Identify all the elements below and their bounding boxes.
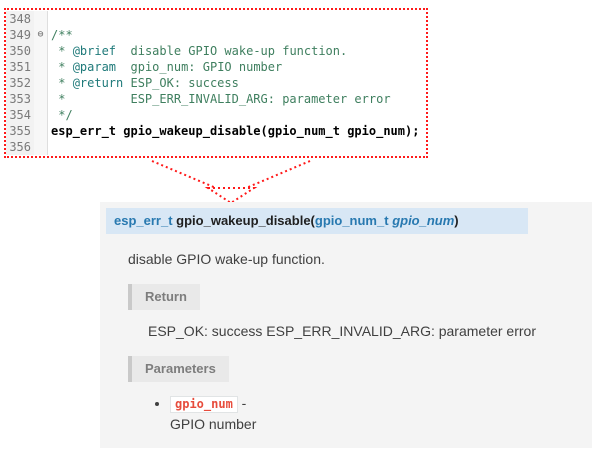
code-text: * ESP_ERR_INVALID_ARG: parameter error <box>48 91 391 107</box>
code-line: 349⊖/** <box>6 27 426 43</box>
parameters-rubric: Parameters <box>128 356 229 382</box>
fold-column <box>34 123 48 139</box>
fold-column <box>34 75 48 91</box>
code-text <box>48 139 51 155</box>
fold-column <box>34 59 48 75</box>
dotted-arrow <box>151 160 311 205</box>
parameter-separator: - <box>237 395 247 411</box>
line-number: 351 <box>6 59 34 75</box>
arrow-head <box>204 187 258 205</box>
parameter-item: gpio_num - GPIO number <box>170 395 592 432</box>
code-line: 351 * @param gpio_num: GPIO number <box>6 59 426 75</box>
code-line: 352 * @return ESP_OK: success <box>6 75 426 91</box>
line-number: 353 <box>6 91 34 107</box>
arrow-right-line <box>245 160 311 189</box>
code-line: 353 * ESP_ERR_INVALID_ARG: parameter err… <box>6 91 426 107</box>
code-segment-comment: disable GPIO wake-up function. <box>116 44 348 58</box>
code-text: */ <box>48 107 73 123</box>
line-number: 354 <box>6 107 34 123</box>
return-text: ESP_OK: success ESP_ERR_INVALID_ARG: par… <box>148 323 536 339</box>
code-line: 355 esp_err_t gpio_wakeup_disable(gpio_nu… <box>6 123 426 139</box>
code-segment-comment: ESP_OK: success <box>123 76 239 90</box>
code-segment-comment: * <box>51 44 73 58</box>
line-number: 352 <box>6 75 34 91</box>
function-description: disable GPIO wake-up function. <box>128 251 325 267</box>
parameter-name-code: gpio_num <box>170 396 238 413</box>
fold-column <box>34 43 48 59</box>
code-line: 354 */ <box>6 107 426 123</box>
code-line: 356 <box>6 139 426 155</box>
return-rubric: Return <box>128 284 200 310</box>
code-segment-doctag: @param <box>72 60 117 74</box>
line-number: 356 <box>6 139 34 155</box>
code-text: esp_err_t gpio_wakeup_disable(gpio_num_t… <box>48 123 419 139</box>
code-line: 350 * @brief disable GPIO wake-up functi… <box>6 43 426 59</box>
arrow-left-line <box>151 160 217 189</box>
fold-column <box>34 139 48 155</box>
signature-function-name: gpio_wakeup_disable <box>176 213 311 228</box>
code-text: * @param gpio_num: GPIO number <box>48 59 282 75</box>
code-text <box>48 11 51 27</box>
code-segment-comment: * ESP_ERR_INVALID_ARG: parameter error <box>51 92 391 106</box>
parameters-list: gpio_num - GPIO number <box>150 395 592 432</box>
line-number: 350 <box>6 43 34 59</box>
code-segment-doctag: @brief <box>72 44 117 58</box>
fold-column <box>34 11 48 27</box>
code-segment-comment: * <box>51 60 73 74</box>
doc-panel: esp_err_t gpio_wakeup_disable(gpio_num_t… <box>100 202 592 448</box>
line-number: 348 <box>6 11 34 27</box>
fold-collapse-icon[interactable]: ⊖ <box>34 27 48 43</box>
code-text: /** <box>48 27 73 43</box>
signature-return-type: esp_err_t <box>114 213 173 228</box>
code-segment-code: esp_err_t gpio_wakeup_disable(gpio_num_t… <box>51 124 420 138</box>
fold-column <box>34 107 48 123</box>
fold-column <box>34 91 48 107</box>
code-segment-comment: /** <box>51 28 73 42</box>
code-segment-doctag: @return <box>72 76 124 90</box>
code-segment-comment: */ <box>51 108 73 122</box>
code-line: 348 <box>6 11 426 27</box>
line-number: 349 <box>6 27 34 43</box>
signature-param-type: gpio_num_t <box>314 213 389 228</box>
code-text: * @brief disable GPIO wake-up function. <box>48 43 347 59</box>
code-segment-comment: gpio_num: GPIO number <box>116 60 283 74</box>
signature-param-name: gpio_num <box>392 213 455 228</box>
line-number: 355 <box>6 123 34 139</box>
signature-close-paren: ) <box>454 213 459 228</box>
function-signature[interactable]: esp_err_t gpio_wakeup_disable(gpio_num_t… <box>106 208 528 234</box>
parameter-description: GPIO number <box>170 416 257 432</box>
code-segment-comment: * <box>51 76 73 90</box>
signature-open-paren: ( <box>310 213 315 228</box>
code-text: * @return ESP_OK: success <box>48 75 239 91</box>
